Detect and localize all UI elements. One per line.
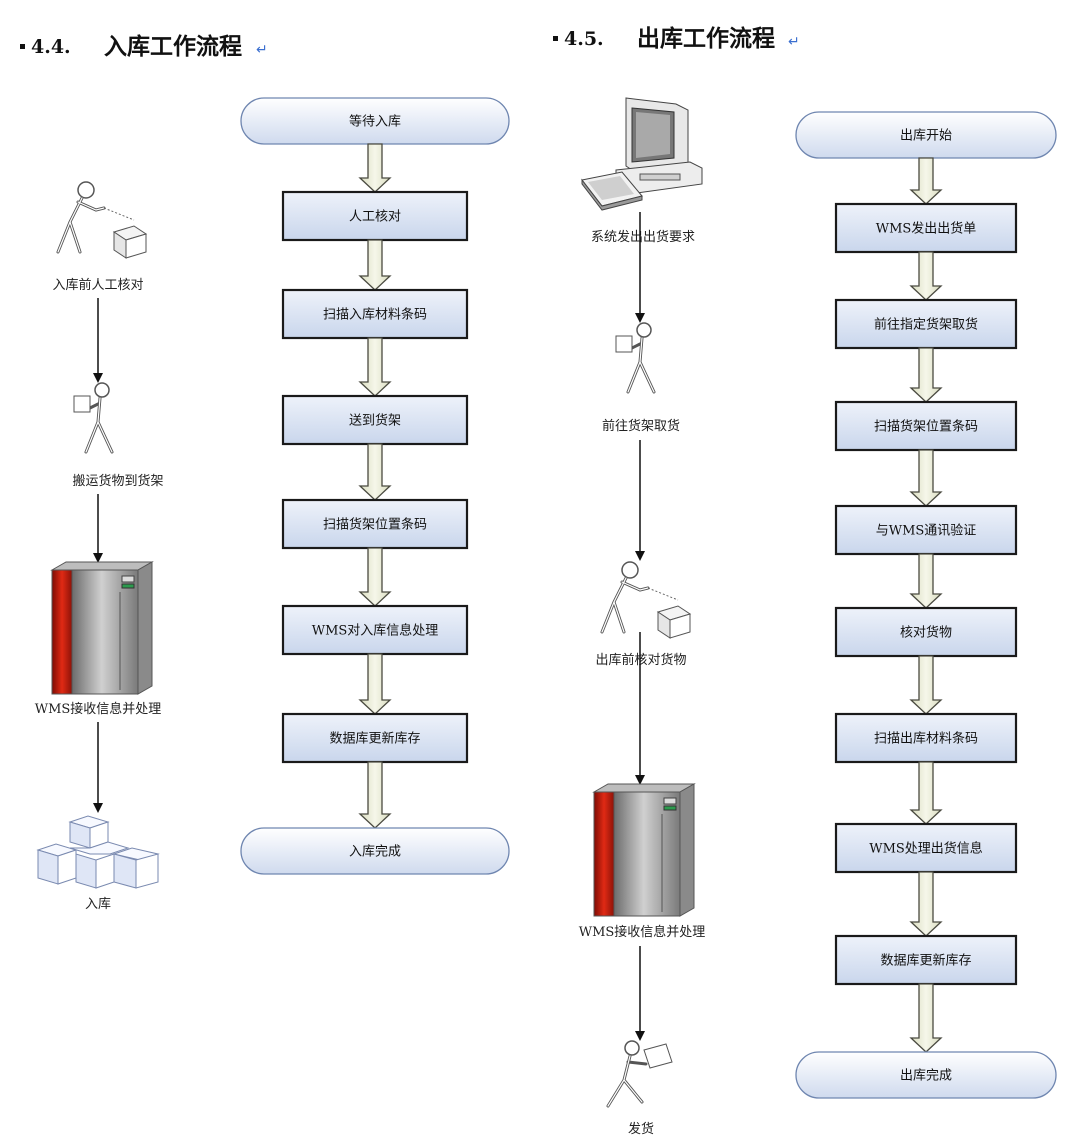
person-checking-box-icon [56, 181, 148, 259]
process-step-box [834, 202, 1018, 254]
process-step-label: 前往指定货架取货 [874, 317, 978, 333]
process-step-box [834, 934, 1018, 986]
flow-arrow [909, 871, 943, 937]
end-terminal [240, 827, 510, 875]
flow-arrow [358, 443, 392, 501]
actor-label: 前往货架取货 [602, 418, 680, 434]
process-step-label: 数据库更新库存 [329, 731, 420, 747]
outbound-heading-title: 出库工作流程 [637, 25, 775, 52]
outbound-flowchart: 出库开始 WMS发出出货单前往指定货架取货扫描货架位置条码与WMS通讯验证核对货物… [795, 111, 1057, 1099]
process-step-label: WMS处理出货信息 [869, 841, 983, 857]
flow-arrow [909, 347, 943, 403]
process-step-label: 扫描入库材料条码 [323, 307, 427, 323]
process-step-box [281, 604, 469, 656]
server-icon [50, 561, 154, 695]
flow-arrow [909, 157, 943, 205]
process-step-box [834, 400, 1018, 452]
person-carrying-box-icon [73, 382, 114, 454]
flow-arrow [358, 337, 392, 397]
flow-arrow [358, 653, 392, 715]
process-step-label: WMS对入库信息处理 [312, 623, 439, 639]
flow-arrow [909, 251, 943, 301]
person-shipping-icon [606, 1040, 673, 1108]
process-step-label: 扫描货架位置条码 [323, 517, 427, 533]
actor-label: WMS接收信息并处理 [579, 924, 706, 940]
process-step-label: WMS发出出货单 [876, 221, 977, 237]
actor-label: WMS接收信息并处理 [35, 701, 162, 717]
process-step-label: 人工核对 [349, 210, 401, 225]
outbound-heading-number: 4.5. [564, 28, 604, 50]
process-step-box [834, 822, 1018, 874]
computer-icon [581, 97, 703, 211]
inbound-actor-column: 入库前人工核对 搬运货物到货架 WMS接收信息并处理 [35, 181, 164, 912]
paragraph-mark-icon: ↵ [256, 42, 268, 58]
process-step-label: 扫描出库材料条码 [874, 731, 978, 747]
process-step-label: 核对货物 [900, 625, 952, 641]
process-step-box [834, 298, 1018, 350]
flow-arrow [358, 239, 392, 291]
actor-label: 入库前人工核对 [52, 277, 143, 293]
flow-arrow [909, 761, 943, 825]
end-terminal [795, 1051, 1057, 1099]
actor-label: 系统发出出货要求 [591, 229, 695, 245]
flow-arrow [358, 761, 392, 829]
inbound-heading-title: 入库工作流程 [104, 33, 242, 60]
process-step-box [281, 394, 469, 446]
inbound-heading-number: 4.4. [31, 36, 71, 58]
actor-label: 出库前核对货物 [595, 652, 686, 668]
flow-arrow [909, 983, 943, 1053]
process-step-box [834, 712, 1018, 764]
process-step-label: 扫描货架位置条码 [874, 419, 978, 435]
start-terminal-label: 出库开始 [900, 128, 952, 144]
person-carrying-box-icon [615, 322, 656, 394]
flow-arrow [358, 547, 392, 607]
stacked-boxes-icon [36, 815, 160, 889]
outbound-heading: 4.5. 出库工作流程 ↵ [553, 25, 800, 52]
process-step-box [281, 712, 469, 764]
actor-label: 入库 [85, 896, 111, 912]
start-terminal-label: 等待入库 [349, 114, 401, 130]
process-step-box [834, 606, 1018, 658]
inbound-heading: 4.4. 入库工作流程 ↵ [20, 33, 268, 60]
process-step-box [281, 288, 469, 340]
flow-arrow [358, 143, 392, 193]
end-terminal-label: 出库完成 [900, 1068, 952, 1084]
process-step-box [834, 504, 1018, 556]
process-step-label: 数据库更新库存 [880, 953, 971, 969]
process-step-label: 与WMS通讯验证 [876, 523, 977, 539]
flow-arrow [909, 553, 943, 609]
flow-arrow [909, 655, 943, 715]
server-icon [592, 783, 696, 917]
person-checking-box-icon [600, 561, 692, 639]
outbound-actor-column: 系统发出出货要求 前往货架取货 出库前核对货物 [579, 97, 706, 1137]
process-step-label: 送到货架 [349, 413, 401, 429]
paragraph-mark-icon: ↵ [788, 34, 800, 50]
actor-label: 搬运货物到货架 [72, 473, 163, 489]
flow-arrow [909, 449, 943, 507]
actor-label: 发货 [628, 1121, 654, 1137]
end-terminal-label: 入库完成 [349, 844, 401, 860]
